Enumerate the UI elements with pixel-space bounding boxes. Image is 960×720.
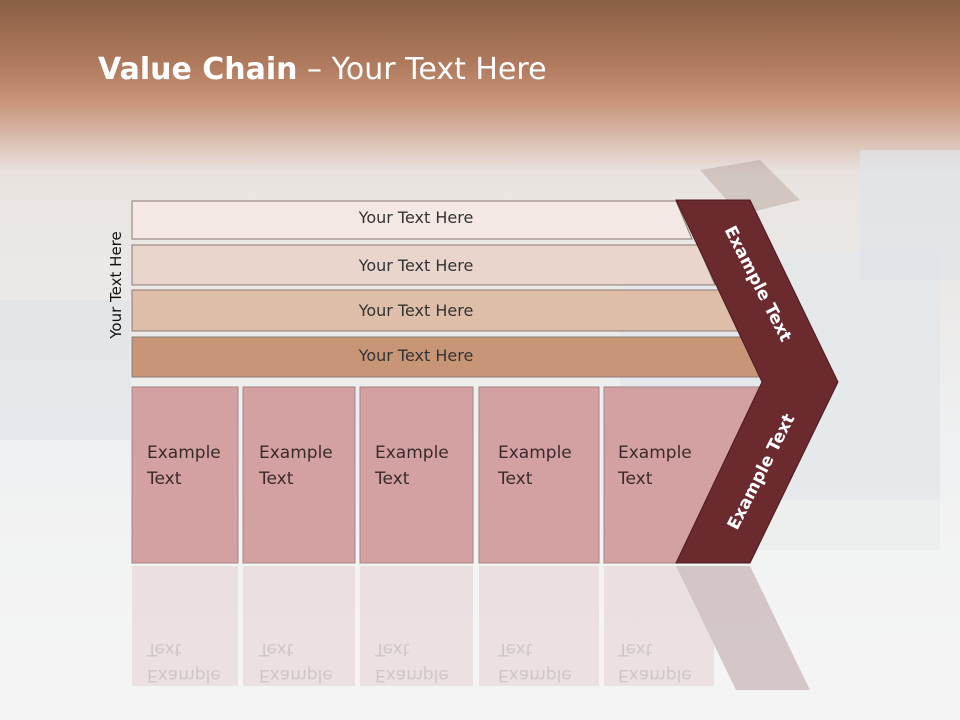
reflection-3-line2: Text: [375, 639, 410, 659]
slide-title: Value Chain – Your Text Here: [98, 52, 547, 87]
cell-3-line2: Text: [375, 469, 410, 489]
cell-box-3: [359, 386, 474, 564]
reflection-2-line2: Text: [259, 639, 294, 659]
reflection-1-line2: Text: [147, 639, 182, 659]
reflection-4-line1: Example: [498, 665, 572, 685]
row-label-1: Your Text Here: [358, 208, 474, 227]
reflection-2-line1: Example: [259, 665, 333, 685]
cell-4-line2: Text: [498, 469, 533, 489]
reflection-chevron: [676, 566, 810, 690]
reflection-3-line1: Example: [375, 665, 449, 685]
row-label-3: Your Text Here: [358, 301, 474, 320]
reflection-1-line1: Example: [147, 665, 221, 685]
cell-reflection-2: Example Text: [259, 636, 333, 688]
cell-2-line1: Example: [259, 443, 333, 463]
cell-reflection-4: Example Text: [498, 636, 572, 688]
margin-chevron: [675, 199, 839, 564]
row-bar-1: [131, 200, 693, 240]
cell-reflection-3: Example Text: [375, 636, 449, 688]
reflection-5-line1: Example: [618, 665, 692, 685]
row-label-2: Your Text Here: [358, 256, 474, 275]
reflection-4-line2: Text: [498, 639, 533, 659]
reflection-cell-1: [132, 566, 238, 686]
cell-box-2: [242, 386, 356, 564]
cell-5-line2: Text: [618, 469, 653, 489]
row-label-4: Your Text Here: [358, 346, 474, 365]
cell-1-line2: Text: [147, 469, 182, 489]
title-rest: – Your Text Here: [297, 52, 547, 87]
cell-box-1: [131, 386, 239, 564]
reflection-cell-4: [479, 566, 599, 686]
cell-1-line1: Example: [147, 443, 221, 463]
cell-4-line1: Example: [498, 443, 572, 463]
title-bold: Value Chain: [98, 52, 298, 87]
cell-2-line2: Text: [259, 469, 294, 489]
reflection-cell-5: [604, 566, 714, 686]
cell-reflection-5: Example Text: [618, 636, 692, 688]
cell-5-line1: Example: [618, 443, 692, 463]
reflection-cell-2: [243, 566, 355, 686]
cell-reflection-1: Example Text: [147, 636, 221, 688]
reflection-cell-3: [360, 566, 473, 686]
cell-box-4: [478, 386, 600, 564]
cell-3-line1: Example: [375, 443, 449, 463]
reflection-5-line2: Text: [618, 639, 653, 659]
row-bar-2: [131, 244, 716, 286]
reflection-group: [132, 566, 810, 690]
